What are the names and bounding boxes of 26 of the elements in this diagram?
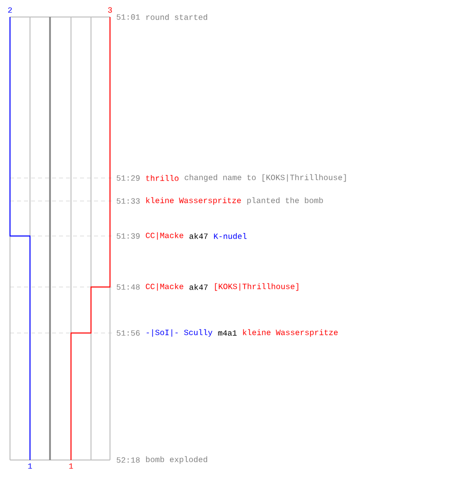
team-count: 1 bbox=[28, 463, 32, 469]
time-label: 51:56 bbox=[116, 330, 140, 336]
time-label: 51:01 bbox=[116, 14, 140, 20]
team-count: 2 bbox=[8, 7, 12, 13]
weapon-name: m4a1 bbox=[218, 330, 237, 336]
event-text: round started bbox=[146, 14, 208, 20]
player-name: kleine Wasserspritze bbox=[243, 329, 338, 337]
player-name: CC|Macke bbox=[146, 283, 184, 291]
player-name: [KOKS|Thrillhouse] bbox=[215, 283, 298, 291]
team-count: 3 bbox=[108, 7, 112, 13]
player-name: K-nudel bbox=[214, 233, 247, 239]
event-text: changed name to [KOKS|Thrillhouse] bbox=[184, 174, 346, 182]
player-name: thrillo bbox=[146, 175, 178, 181]
time-label: 52:18 bbox=[116, 457, 140, 463]
event-text: planted the bomb bbox=[247, 197, 323, 205]
time-label: 51:48 bbox=[116, 284, 140, 290]
time-label: 51:29 bbox=[116, 175, 140, 181]
player-name: -|SoI|- Scully bbox=[146, 329, 212, 337]
player-name: CC|Macke bbox=[146, 232, 184, 240]
player-name: kleine Wasserspritze bbox=[146, 197, 241, 205]
event-text: bomb exploded bbox=[146, 456, 208, 464]
time-label: 51:39 bbox=[116, 233, 140, 239]
team-count: 1 bbox=[69, 463, 73, 469]
weapon-name: ak47 bbox=[190, 284, 208, 290]
weapon-name: ak47 bbox=[190, 233, 208, 239]
time-label: 51:33 bbox=[116, 198, 140, 204]
